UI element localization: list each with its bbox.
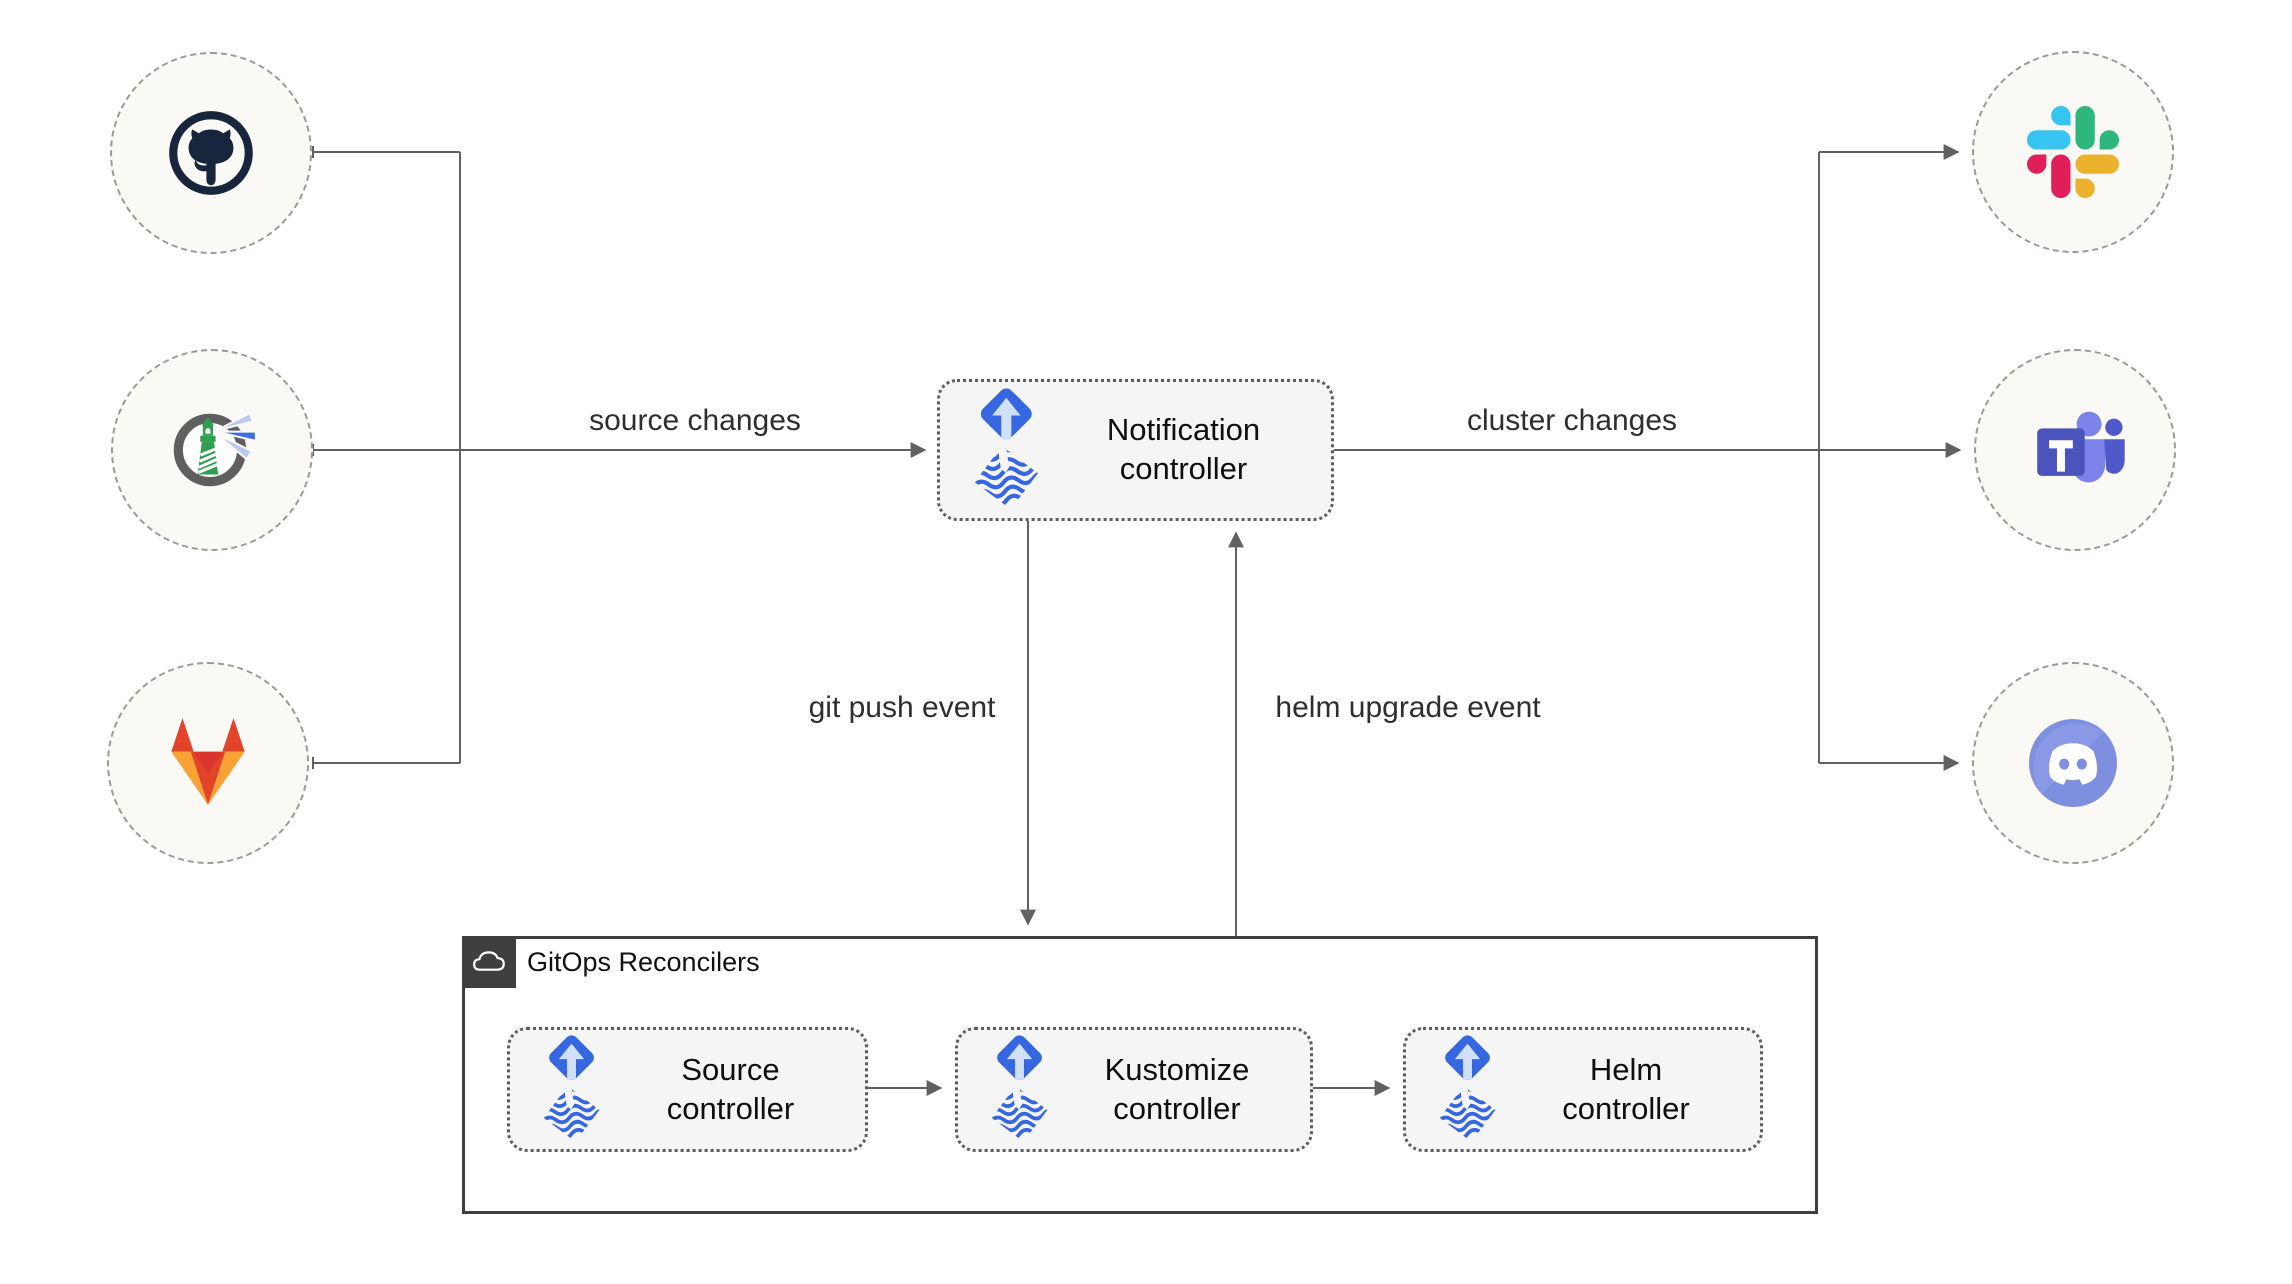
gitops-reconcilers-group: GitOps Reconcilers: [462, 936, 1818, 1214]
slack-icon: [2027, 106, 2119, 198]
flux-icon: [966, 387, 1050, 513]
notification-controller-label: Notification controller: [1106, 412, 1261, 486]
gitlab-node: [107, 662, 309, 864]
kustomize-controller-node: Kustomize controller: [955, 1027, 1313, 1152]
kustomize-controller-label: Kustomize controller: [1104, 1051, 1250, 1126]
gitlab-icon: [157, 712, 259, 814]
discord-icon: [2018, 708, 2128, 818]
source-controller-label: Source controller: [666, 1051, 795, 1126]
slack-node: [1972, 51, 2174, 253]
helm-controller-node: Helm controller: [1403, 1027, 1763, 1152]
flux-icon: [536, 1034, 610, 1145]
helm-upgrade-event-label: helm upgrade event: [1271, 691, 1545, 725]
microsoft-teams-icon: [2021, 396, 2129, 504]
cluster-changes-label: cluster changes: [1462, 404, 1682, 438]
discord-node: [1972, 662, 2174, 864]
flux-icon: [984, 1034, 1058, 1145]
source-changes-label: source changes: [585, 404, 805, 438]
harbor-node: [111, 349, 313, 551]
flux-icon: [1432, 1034, 1506, 1145]
microsoft-teams-node: [1974, 349, 2176, 551]
gitops-reconcilers-badge: [462, 936, 516, 988]
github-node: [110, 52, 312, 254]
github-icon: [160, 102, 262, 204]
notification-controller-node: Notification controller: [937, 379, 1334, 521]
gitops-reconcilers-title: GitOps Reconcilers: [527, 946, 760, 977]
helm-controller-label: Helm controller: [1562, 1051, 1690, 1126]
source-controller-node: Source controller: [507, 1027, 868, 1152]
harbor-icon: [161, 399, 263, 501]
git-push-event-label: git push event: [804, 691, 1000, 725]
cloud-icon: [471, 949, 507, 975]
